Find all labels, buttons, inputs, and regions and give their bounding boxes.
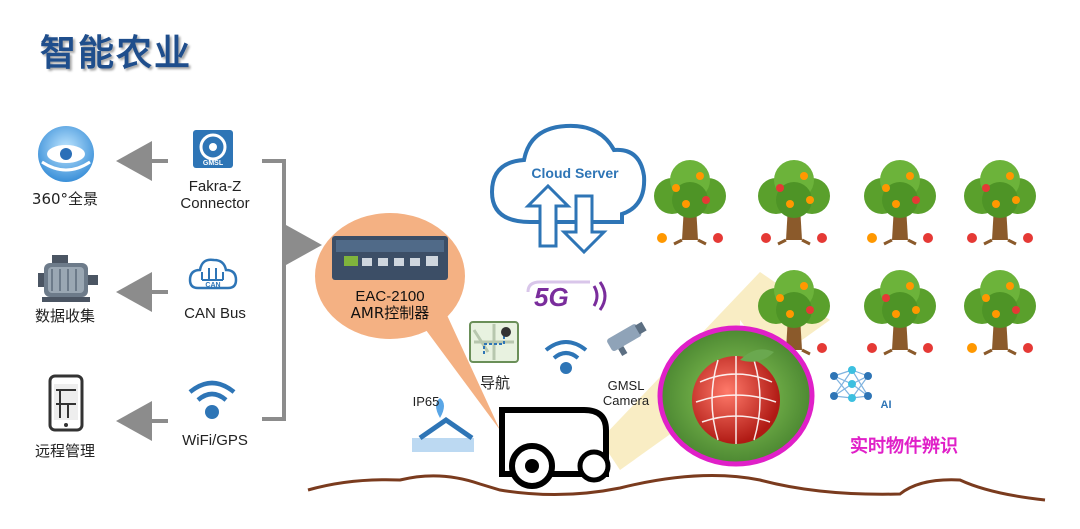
camera-line1: GMSL — [607, 378, 645, 393]
5g-label: 5G — [534, 282, 569, 312]
can-cloud-icon: CAN — [188, 258, 238, 290]
ip65-label: IP65 — [412, 394, 440, 409]
apple-tree-icon — [964, 270, 1036, 356]
5g-icon — [526, 280, 607, 311]
apple-tree-icon — [864, 160, 936, 246]
output-label-data: 数据收集 — [34, 307, 95, 325]
controller-bubble — [315, 213, 500, 430]
connection-lines — [262, 159, 322, 421]
gmsl-connector-icon: GMSL — [193, 130, 233, 168]
ground-line — [307, 474, 1046, 502]
controller-device-icon — [332, 236, 448, 280]
page-title: 智能农业 — [40, 33, 193, 74]
output-label-panorama: 360°全景 — [31, 190, 99, 208]
controller-line1: EAC-2100 — [355, 288, 425, 305]
cloud-server-label: Cloud Server — [531, 165, 619, 181]
output-label-remote: 远程管理 — [34, 442, 95, 460]
recognition-label: 实时物件辨识 — [850, 436, 958, 457]
ai-badge: AI — [881, 399, 892, 411]
fakra-line1: Fakra-Z — [188, 178, 242, 195]
navigation-label: 导航 — [479, 374, 510, 392]
panorama-eye-icon — [38, 126, 94, 182]
wifi-icon — [188, 380, 236, 419]
apple-tree-icon — [758, 160, 830, 246]
recognition-bubble — [657, 320, 815, 467]
apple-tree-icon — [964, 160, 1036, 246]
gmsl-camera-icon — [607, 321, 647, 357]
ai-network-icon: AI — [830, 366, 892, 411]
can-badge: CAN — [205, 282, 220, 289]
robot-vehicle-icon — [499, 407, 611, 489]
navigation-icon — [469, 321, 519, 363]
wifi-middle-icon — [544, 340, 588, 374]
cloud-server-icon — [489, 123, 647, 255]
ip65-icon — [412, 398, 474, 452]
camera-line2: Camera — [602, 393, 650, 408]
apple-tree-icon — [654, 160, 726, 246]
apple-icon — [692, 349, 780, 444]
smartphone-map-icon — [48, 374, 84, 432]
input-label-fakra: Fakra-Z Connector — [160, 178, 270, 212]
controller-line2: AMR控制器 — [350, 304, 430, 322]
input-label-wifi: WiFi/GPS — [182, 432, 248, 449]
fakra-line2: Connector — [180, 195, 250, 212]
output-arrows — [116, 141, 168, 441]
motor-icon — [38, 255, 98, 302]
gmsl-badge: GMSL — [203, 160, 224, 167]
apple-tree-icon — [864, 270, 936, 356]
camera-label: GMSL Camera — [596, 378, 656, 408]
controller-label: EAC-2100 AMR控制器 — [330, 288, 450, 322]
input-label-can: CAN Bus — [184, 305, 246, 322]
